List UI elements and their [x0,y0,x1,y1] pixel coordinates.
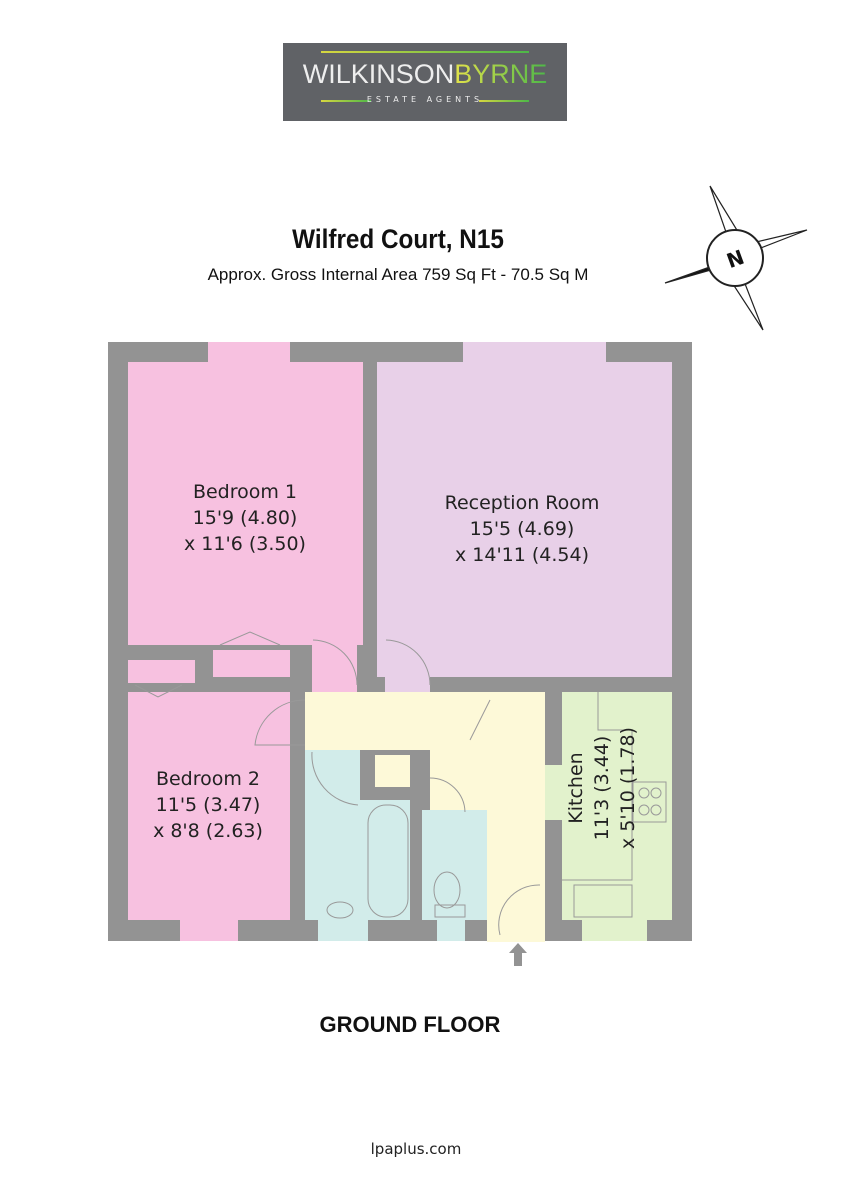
room-dimension: 11'5 (3.47) [156,794,261,816]
floor-label: GROUND FLOOR [319,1012,501,1037]
property-title: Wilfred Court, N15 [292,224,504,254]
compass-label: N [723,245,747,273]
reception-door-area [385,640,430,692]
agent-logo: WILKINSONBYRNE ESTATE AGENTS [283,43,567,121]
wardrobe [128,660,195,683]
bathroom-area [330,800,410,920]
hallway-area [430,750,487,810]
fixtures [134,631,667,936]
entrance-arrow-icon [509,943,527,966]
bedroom1-door-area [312,640,357,692]
room-name: Bedroom 1 [193,481,297,503]
room-dimension: x 11'6 (3.50) [184,533,306,555]
logo-tagline: ESTATE AGENTS [366,95,484,104]
room-dimension: x 5'10 (1.78) [617,727,639,849]
windows [180,342,647,941]
wc-area [422,810,487,920]
kitchen-opening [545,765,562,820]
room-dimension: x 8'8 (2.63) [153,820,263,842]
wardrobe [213,650,290,677]
compass-icon: N [664,185,808,331]
bedroom1-area [128,362,363,645]
reception-area [377,362,672,677]
logo-rule [479,100,529,102]
room-name: Reception Room [445,492,600,514]
footer-credit: lpaplus.com [370,1140,462,1158]
logo-name: WILKINSONBYRNE [302,59,548,89]
room-name: Bedroom 2 [156,768,260,790]
bedroom2-area [128,692,290,920]
room-name: Kitchen [565,752,587,823]
logo-rule [321,100,371,102]
room-dimension: 11'3 (3.44) [591,736,613,841]
room-dimension: 15'5 (4.69) [470,518,575,540]
area-subtitle: Approx. Gross Internal Area 759 Sq Ft - … [207,265,589,284]
hallway-area [487,692,545,942]
cupboard-area [375,755,410,787]
room-dimension: x 14'11 (4.54) [455,544,589,566]
room-dimension: 15'9 (4.80) [193,507,298,529]
logo-rule [321,51,529,53]
